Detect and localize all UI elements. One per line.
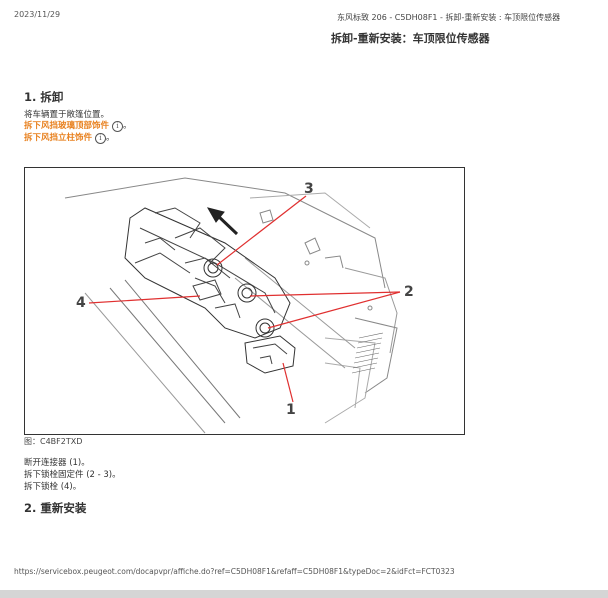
step-remove-latch: 拆下锁栓 (4)。 — [24, 482, 82, 492]
header-date: 2023/11/29 — [14, 10, 61, 19]
sensor-illustration — [64, 177, 401, 434]
footer-url: https://servicebox.peugeot.com/docapvpr/… — [14, 567, 455, 576]
figure-caption: 图：C4BF2TXD — [24, 437, 83, 446]
technical-figure: 3 2 4 1 — [24, 167, 465, 435]
removal-section-title: 1. 拆卸 — [24, 90, 64, 104]
callout-3: 3 — [304, 181, 314, 197]
info-icon[interactable]: i — [95, 133, 107, 144]
windshield-pillar-trim-link[interactable]: 拆下风挡立柱饰件 — [24, 133, 93, 143]
punctuation: 。 — [106, 133, 115, 143]
callout-1: 1 — [286, 402, 296, 418]
callout-4: 4 — [76, 295, 86, 311]
step-remove-latch-fasteners: 拆下锁栓固定件 (2 - 3)。 — [24, 470, 121, 480]
removal-step-position: 将车辆置于敞篷位置。 — [24, 110, 110, 120]
step-disconnect-connector: 断开连接器 (1)。 — [24, 458, 90, 468]
punctuation: 。 — [123, 121, 132, 131]
header-breadcrumb: 东风标致 206 - C5DH08F1 - 拆卸-重新安装 : 车顶限位传感器 — [337, 13, 561, 22]
windshield-top-trim-link[interactable]: 拆下风挡玻璃顶部饰件 — [24, 121, 110, 131]
page-title: 拆卸-重新安装：车顶限位传感器 — [331, 32, 490, 45]
bottom-bar — [0, 590, 608, 598]
callout-2: 2 — [404, 284, 414, 300]
install-section-title: 2. 重新安装 — [24, 501, 87, 515]
info-icon[interactable]: i — [112, 121, 124, 132]
